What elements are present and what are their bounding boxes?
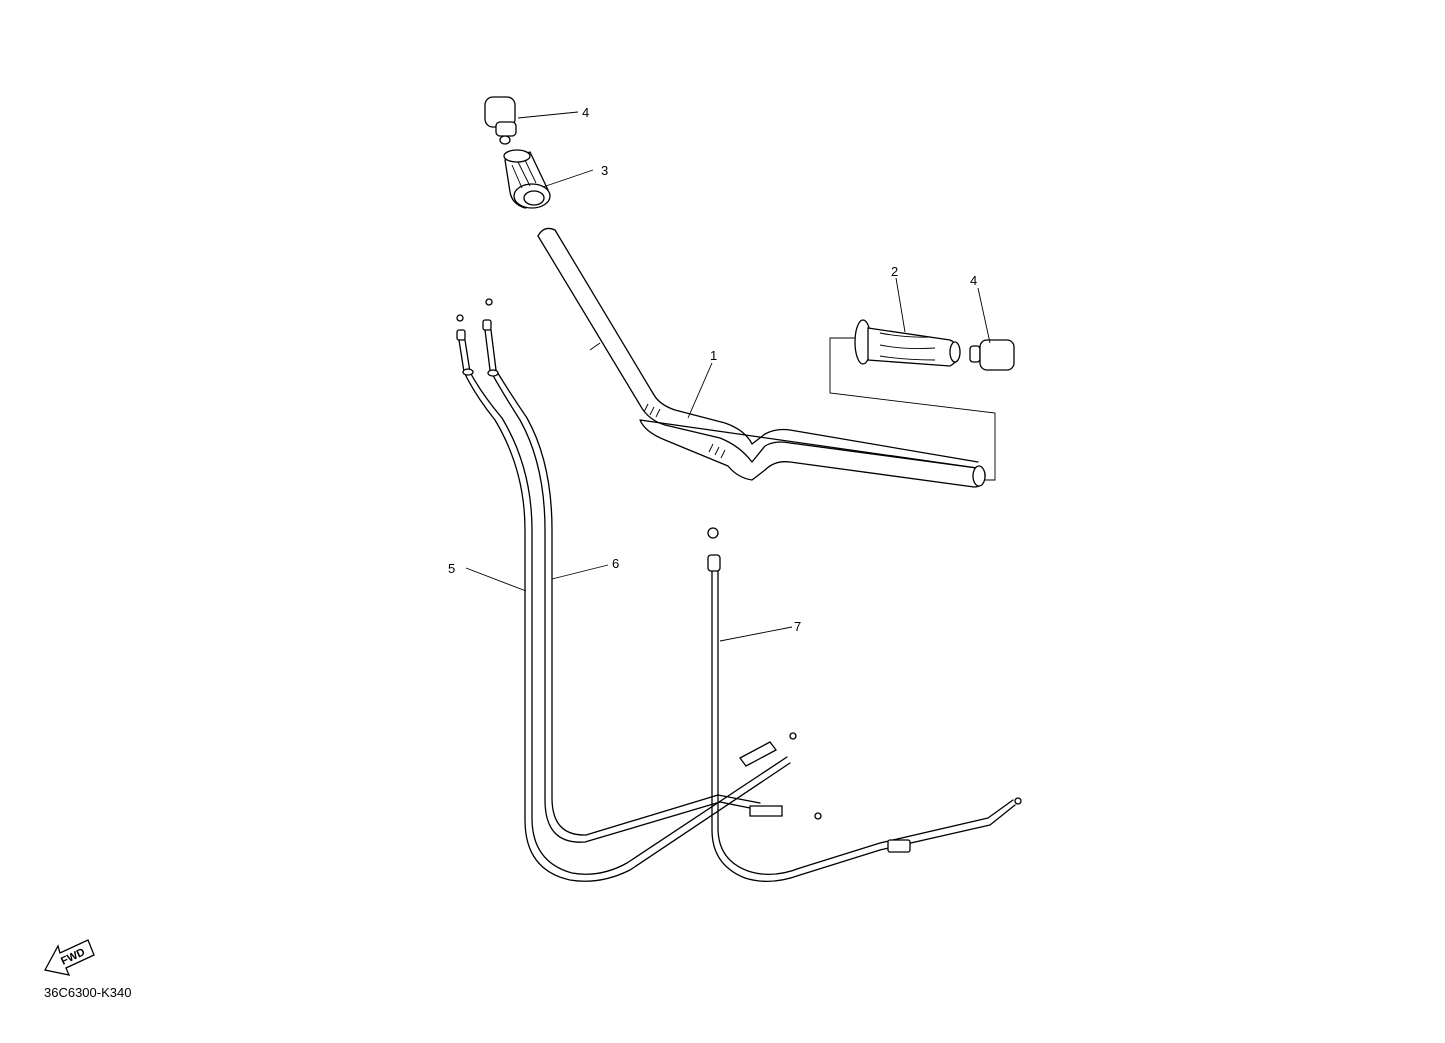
right-bar-end-weight (969, 339, 1015, 371)
callout-7: 7 (794, 619, 801, 634)
callout-1: 1 (710, 348, 717, 363)
cable-7 (707, 527, 1022, 882)
right-grip (854, 319, 961, 367)
cable-5 (456, 314, 797, 882)
callout-4-right: 4 (970, 273, 977, 288)
callout-3: 3 (601, 163, 608, 178)
assembly-bracket (829, 337, 996, 481)
callout-5: 5 (448, 561, 455, 576)
cable-6 (482, 298, 822, 843)
callout-2: 2 (891, 264, 898, 279)
left-grip (503, 149, 551, 209)
left-bar-end-weight (484, 96, 517, 145)
fwd-arrow-icon: FWD (44, 939, 95, 976)
handlebar (537, 227, 986, 488)
leader-lines (465, 111, 991, 642)
callout-6: 6 (612, 556, 619, 571)
callout-4-left: 4 (582, 105, 589, 120)
drawing-code: 36C6300-K340 (44, 985, 132, 1000)
